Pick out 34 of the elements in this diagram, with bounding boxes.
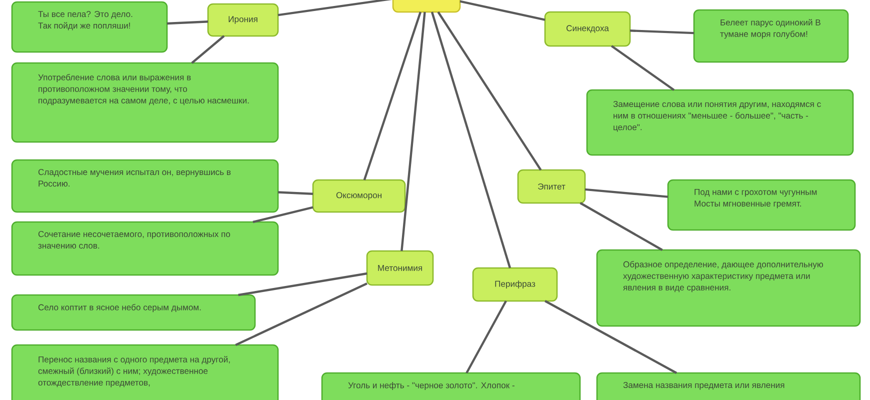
connector-line: [584, 188, 668, 198]
description-box: Ты все пела? Это дело. Так пойди же попляши!: [11, 1, 168, 53]
description-box: Белеет парус одинокий В тумане моря голубом!: [693, 9, 849, 63]
description-box: Замещение слова или понятия другим, находямся с ним в отношениях "меньшее - большее", "часть - целое".: [586, 89, 854, 156]
topic-box: Синекдоха: [544, 11, 631, 47]
connector-line: [630, 30, 694, 34]
connector-line: [544, 300, 678, 374]
description-box: Употребление слова или выражения в противоположном значении тому, что подразумевается на самом деле, с целью насмешки.: [11, 62, 279, 143]
description-box: Сладостные мучения испытал он, вернувшись в Россию.: [11, 159, 279, 213]
connector-line: [166, 20, 208, 25]
connector-line: [430, 12, 512, 268]
connector-line: [278, 191, 314, 195]
connector-line: [191, 35, 225, 64]
description-box: Уголь и нефть - "черное золото". Хлопок -: [321, 372, 581, 400]
topic-box: Оксюморон: [312, 179, 406, 213]
description-box: Перенос названия с одного предмета на другой, смежный (близкий) с ним; художественное отождествление предметов,: [11, 344, 279, 400]
connector-line: [363, 12, 422, 180]
connector-line: [466, 300, 507, 374]
topic-box: Метонимия: [366, 250, 434, 286]
description-box: Замена названия предмета или явления: [596, 372, 861, 400]
connector-line: [400, 12, 426, 252]
topic-box: Эпитет: [517, 169, 586, 204]
connector-line: [460, 0, 546, 21]
description-box: Под нами с грохотом чугунным Мосты мгновенные гремят.: [667, 179, 856, 231]
description-box: Село коптит в ясное небо серым дымом.: [11, 294, 256, 331]
connector-line: [580, 202, 663, 251]
connector-line: [610, 45, 675, 91]
description-box: Сочетание несочетаемого, противоположных по значению слов.: [11, 221, 279, 276]
central-box: [392, 0, 461, 13]
topic-box: Перифраз: [472, 267, 558, 302]
topic-box: Ирония: [207, 3, 279, 37]
connector-line: [437, 11, 542, 171]
description-box: Образное определение, дающее дополнительную художественную характеристику предмета или явления в виде сравнения.: [596, 249, 861, 327]
connector-line: [238, 272, 368, 296]
